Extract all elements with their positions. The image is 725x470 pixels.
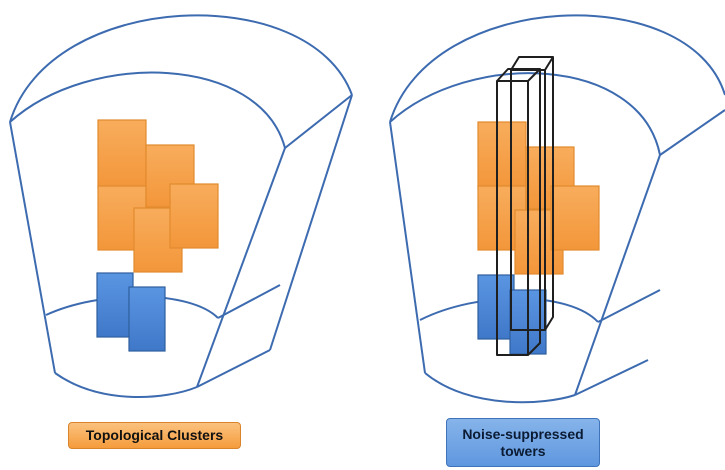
noise-suppressed-tower-outlines — [496, 56, 554, 356]
right-wedge-inner-side — [597, 289, 661, 323]
left-wedge-outer-arc — [9, 14, 353, 123]
left-wedge-right-edge — [269, 94, 353, 351]
left-wedge-left-edge — [9, 121, 56, 374]
cluster-cell — [550, 185, 600, 251]
blue-cell — [128, 286, 166, 352]
tower-outline — [510, 56, 554, 331]
cluster-cell — [477, 121, 527, 189]
right-wedge-top-face-front — [659, 109, 725, 156]
right-wedge-bottom-side — [574, 359, 649, 396]
topological-clusters-label-text: Topological Clusters — [85, 427, 224, 443]
right-wedge-top-face-back — [389, 72, 661, 156]
left-wedge-top-face-back — [9, 71, 286, 149]
left-calorimeter-wedge — [9, 14, 353, 399]
left-wedge-bottom-side — [196, 349, 271, 388]
left-blue-cells — [96, 272, 166, 352]
left-wedge-bottom-arc — [54, 372, 198, 399]
left-wedge-top-face-front — [284, 94, 353, 149]
right-wedge-outer-arc — [389, 14, 725, 123]
right-calorimeter-wedge — [389, 14, 725, 404]
cluster-cell — [169, 183, 219, 249]
noise-suppressed-towers-label: Noise-suppressed towers — [446, 418, 600, 467]
noise-suppressed-towers-label-text: Noise-suppressed towers — [462, 425, 584, 459]
right-wedge-front-edge — [574, 154, 661, 396]
left-wedge-front-edge — [196, 147, 286, 388]
left-wedge-inner-side — [217, 284, 281, 319]
cluster-cell — [97, 119, 147, 189]
right-wedge-left-edge — [389, 121, 426, 374]
right-wedge-bottom-arc — [424, 372, 576, 404]
blue-cell — [96, 272, 134, 338]
topological-clusters-label: Topological Clusters — [68, 422, 241, 449]
left-topological-clusters — [97, 119, 219, 273]
